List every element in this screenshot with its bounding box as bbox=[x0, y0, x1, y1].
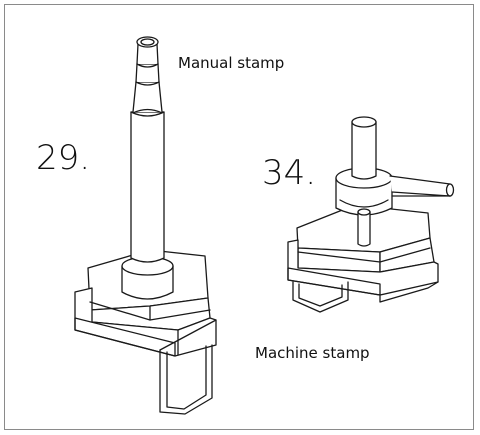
manual-stamp-drawing bbox=[74, 36, 217, 415]
machine-stamp-number: 34. bbox=[262, 153, 317, 193]
machine-stamp-label: Machine stamp bbox=[255, 344, 370, 362]
machine-stamp-drawing bbox=[287, 116, 455, 313]
manual-stamp-label: Manual stamp bbox=[178, 54, 285, 72]
manual-stamp-number: 29. bbox=[36, 138, 91, 178]
